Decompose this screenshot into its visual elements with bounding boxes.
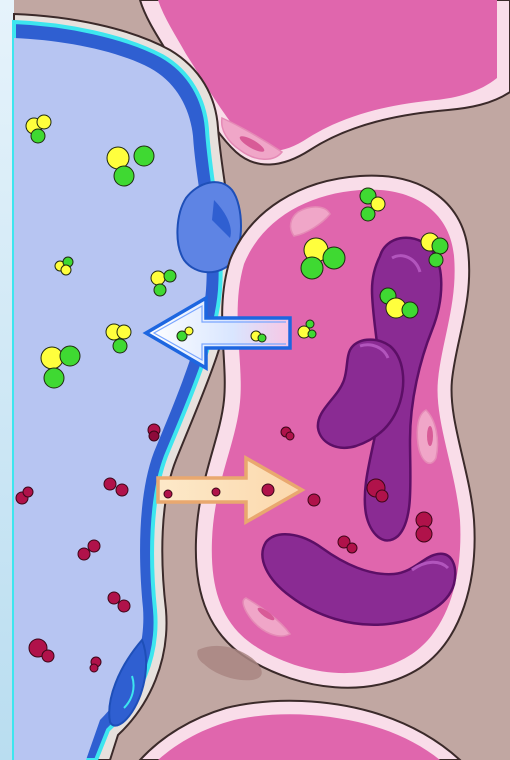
waste-molecule (148, 424, 160, 441)
waste-molecule (308, 494, 320, 506)
